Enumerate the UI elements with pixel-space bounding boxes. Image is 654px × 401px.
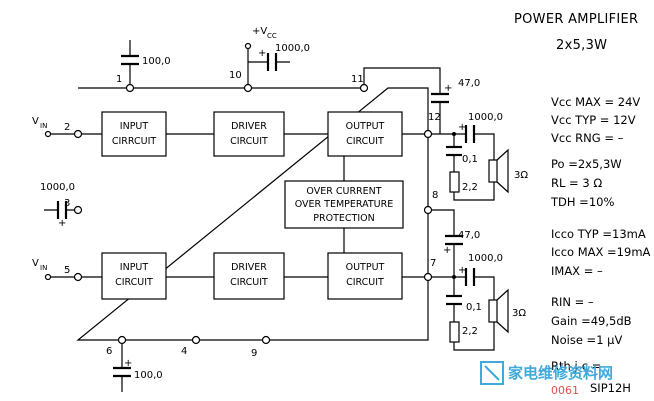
pin-numbers: 1 2 3 4 5 6 7 8 9 10 11 12 [64, 70, 441, 359]
svg-text:7: 7 [430, 258, 436, 269]
output-circuit-bottom-block: OUTPUT CIRCUIT [327, 252, 403, 300]
svg-text:6: 6 [106, 346, 112, 357]
svg-text:47,0: 47,0 [458, 230, 480, 241]
output-network-top: + 47,0 + 1000,0 0,1 2,2 3Ω [431, 78, 528, 201]
protection-block: OVER CURRENT OVER TEMPERATURE PROTECTION [284, 180, 404, 229]
input-terminal-top: V IN [32, 116, 74, 138]
svg-text:IN: IN [40, 264, 47, 272]
watermark: 家电维修资料网 0061 [480, 361, 613, 397]
svg-text:47,0: 47,0 [458, 78, 480, 89]
svg-text:OVER CURRENT: OVER CURRENT [306, 186, 381, 197]
spec-package: SIP12H [590, 381, 631, 395]
output-circuit-top-block: OUTPUT CIRCUIT [327, 111, 403, 157]
svg-text:0061: 0061 [551, 384, 579, 397]
svg-text:+: + [124, 358, 132, 369]
svg-text:+: + [258, 48, 266, 59]
svg-text:INPUT: INPUT [120, 121, 149, 132]
svg-text:1000,0: 1000,0 [40, 182, 75, 193]
svg-text:5: 5 [64, 265, 70, 276]
svg-text:OVER TEMPERATURE: OVER TEMPERATURE [295, 199, 394, 210]
svg-text:4: 4 [181, 346, 187, 357]
svg-text:OUTPUT: OUTPUT [346, 121, 385, 132]
diagram-title: POWER AMPLIFIER 2x5,3W [514, 12, 638, 53]
svg-text:CIRCUIT: CIRCUIT [346, 277, 384, 288]
spec-po: Po =2x5,3W [551, 157, 622, 171]
capacitor-pin3: 1000,0 + [40, 182, 75, 229]
spec-gain: Gain =49,5dB [551, 314, 632, 328]
specifications-list: Vcc MAX = 24V Vcc TYP = 12V Vcc RNG = – … [550, 95, 651, 395]
svg-text:3Ω: 3Ω [512, 308, 526, 319]
svg-text:1000,0: 1000,0 [468, 253, 503, 264]
svg-text:CIRCUIT: CIRCUIT [346, 136, 384, 147]
svg-text:3Ω: 3Ω [514, 170, 528, 181]
svg-text:2,2: 2,2 [462, 182, 478, 193]
svg-text:CC: CC [267, 32, 277, 40]
pin-nodes [73, 83, 433, 345]
svg-text:OUTPUT: OUTPUT [346, 262, 385, 273]
svg-text:V: V [32, 258, 39, 269]
svg-text:11: 11 [351, 74, 364, 85]
svg-text:DRIVER: DRIVER [231, 262, 267, 273]
svg-text:8: 8 [432, 190, 438, 201]
svg-text:家电维修资料网: 家电维修资料网 [508, 364, 613, 382]
svg-text:+V: +V [252, 26, 267, 37]
svg-text:CIRRCUIT: CIRRCUIT [112, 136, 157, 147]
svg-text:POWER AMPLIFIER: POWER AMPLIFIER [514, 12, 638, 27]
spec-rl: RL = 3 Ω [551, 176, 602, 190]
spec-icco-typ: Icco TYP =13mA [551, 227, 646, 241]
vcc-supply-pin10: +V CC + 1000,0 [244, 26, 310, 84]
svg-text:PROTECTION: PROTECTION [313, 213, 374, 224]
input-terminal-bottom: V IN [32, 258, 74, 281]
input-circuit-bottom-block: INPUT CIRCUIT [101, 252, 167, 300]
svg-text:1: 1 [116, 74, 122, 85]
svg-text:+: + [458, 122, 466, 133]
svg-text:IN: IN [40, 122, 47, 130]
input-circuit-top-block: INPUT CIRRCUIT [101, 111, 167, 157]
svg-text:2: 2 [64, 122, 70, 133]
spec-vcc-rng: Vcc RNG = – [551, 131, 624, 145]
spec-tdh: TDH =10% [550, 195, 614, 209]
svg-text:+: + [458, 265, 466, 276]
svg-text:+: + [444, 83, 452, 94]
svg-text:12: 12 [428, 112, 441, 123]
driver-circuit-bottom-block: DRIVER CIRCUIT [213, 252, 285, 300]
spec-noise: Noise =1 μV [551, 333, 622, 347]
svg-text:1000,0: 1000,0 [468, 112, 503, 123]
spec-icco-max: Icco MAX =19mA [551, 245, 651, 259]
svg-text:100,0: 100,0 [142, 56, 171, 67]
svg-text:2,2: 2,2 [462, 326, 478, 337]
spec-rth: Rth j-c = [551, 359, 601, 373]
spec-vcc-typ: Vcc TYP = 12V [551, 113, 636, 127]
capacitor-pin1: 100,0 [121, 40, 171, 84]
spec-imax: IMAX = – [551, 264, 603, 278]
spec-rin: RIN = – [551, 295, 594, 309]
capacitor-pin6: + 100,0 [113, 344, 163, 392]
internal-signal-wires [78, 133, 428, 278]
svg-text:INPUT: INPUT [120, 262, 149, 273]
svg-text:0,1: 0,1 [462, 154, 478, 165]
svg-text:10: 10 [229, 70, 242, 81]
svg-text:CIRCUIT: CIRCUIT [230, 136, 268, 147]
svg-text:CIRCUIT: CIRCUIT [115, 277, 153, 288]
svg-text:+: + [443, 245, 451, 256]
svg-text:DRIVER: DRIVER [231, 121, 267, 132]
svg-text:1000,0: 1000,0 [275, 43, 310, 54]
svg-text:0,1: 0,1 [466, 302, 482, 313]
output-network-bottom: + 47,0 + 1000,0 0,1 2,2 3Ω [432, 209, 526, 351]
svg-text:V: V [32, 116, 39, 127]
svg-text:CIRCUIT: CIRCUIT [230, 277, 268, 288]
svg-text:2x5,3W: 2x5,3W [556, 38, 607, 53]
svg-text:+: + [58, 218, 66, 229]
driver-circuit-top-block: DRIVER CIRCUIT [213, 111, 285, 157]
svg-text:9: 9 [251, 348, 257, 359]
spec-vcc-max: Vcc MAX = 24V [551, 95, 640, 109]
svg-text:3: 3 [64, 198, 70, 209]
frame-wires [76, 67, 441, 341]
svg-text:100,0: 100,0 [134, 370, 163, 381]
